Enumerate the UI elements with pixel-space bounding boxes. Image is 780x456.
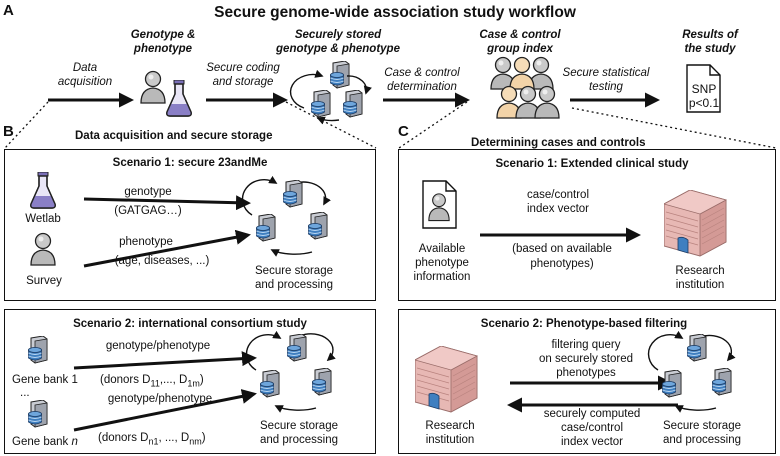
- c2-return-l2: case/control: [560, 422, 624, 434]
- stage1-title-l2: phenotype: [133, 43, 193, 55]
- stage4-title-l1: Results of: [682, 29, 738, 41]
- c1-target-l1: Research: [675, 265, 725, 277]
- c2-query-l1: filtering query: [551, 339, 621, 351]
- b1-storage-l2: and processing: [255, 279, 333, 291]
- b2-arrow1-label: genotype/phenotype: [105, 340, 211, 352]
- c1-arrow-l1: case/control: [526, 189, 590, 201]
- server-icon: [28, 400, 48, 428]
- panel-label-a: A: [3, 2, 14, 19]
- stage2-title-l2: genotype & phenotype: [276, 43, 400, 55]
- b2-arrow2-label: genotype/phenotype: [107, 393, 213, 405]
- source-gene-bank-n: Gene bank n: [12, 436, 78, 448]
- arrow3-label-l1: Case & control: [384, 67, 460, 79]
- result-doc-l1: SNP: [691, 82, 717, 96]
- building-icon: [664, 190, 727, 257]
- scenario-b2-title: Scenario 2: international consortium stu…: [73, 318, 307, 330]
- arrow2-label-l2: and storage: [212, 76, 274, 88]
- b2-storage-l2: and processing: [260, 434, 338, 446]
- stage2-title-l1: Securely stored: [294, 29, 382, 41]
- server-icon: [287, 334, 307, 362]
- source-gene-bank-1: Gene bank 1: [12, 374, 78, 386]
- server-icon: [312, 368, 332, 396]
- c2-source-l2: institution: [425, 434, 475, 446]
- b1-storage-l1: Secure storage: [255, 265, 333, 277]
- b2-storage-l1: Secure storage: [260, 420, 338, 432]
- person-icon: [428, 193, 450, 222]
- b1-arrow2-l1: phenotype: [119, 236, 173, 248]
- source-ellipsis: ...: [20, 387, 30, 399]
- section-c-heading: Determining cases and controls: [471, 137, 646, 149]
- stage1-title-l1: Genotype &: [130, 29, 196, 41]
- b1-arrow2-l2: (age, diseases, ...): [114, 255, 210, 267]
- c2-storage-l2: and processing: [663, 434, 741, 446]
- stage3-title-l2: group index: [487, 43, 553, 55]
- server-icon: [712, 368, 732, 396]
- arrow1-label-l2: acquisition: [57, 76, 113, 88]
- arrow3-label-l2: determination: [387, 81, 457, 93]
- c1-target-l2: institution: [675, 279, 725, 291]
- c2-return-l3: index vector: [560, 436, 624, 448]
- arrow2-label-l1: Secure coding: [206, 62, 280, 74]
- c1-arrow-sub1: (based on available: [512, 243, 612, 255]
- c2-source-l1: Research: [425, 420, 475, 432]
- server-icon: [256, 214, 276, 242]
- b2-arrow1-sub: (donors D11,..., D1m): [100, 374, 204, 389]
- c1-arrow-l2: index vector: [526, 203, 590, 215]
- source-survey: Survey: [26, 275, 62, 287]
- stage4-title-l2: the study: [684, 43, 736, 55]
- b1-arrow1-l1: genotype: [124, 186, 172, 198]
- server-icon: [687, 334, 707, 362]
- flask-icon: [30, 172, 56, 209]
- c1-doc-l2: phenotype: [415, 257, 469, 269]
- page-title: Secure genome-wide association study wor…: [214, 4, 576, 21]
- c1-arrow-sub2: phenotypes): [530, 258, 594, 270]
- server-icon: [308, 212, 328, 240]
- server-icon: [260, 370, 280, 398]
- building-icon: [415, 346, 478, 413]
- server-icon: [28, 336, 48, 364]
- section-b-heading: Data acquisition and secure storage: [75, 130, 273, 142]
- arrow4-label-l2: testing: [589, 81, 623, 93]
- result-doc-l2: p<0.1: [688, 96, 720, 110]
- arrow1-label-l1: Data: [72, 62, 98, 74]
- scenario-c1-title: Scenario 1: Extended clinical study: [495, 158, 689, 170]
- panel-label-c: C: [398, 123, 409, 140]
- arrow4-label-l1: Secure statistical: [562, 67, 650, 79]
- person-icon: [30, 232, 56, 266]
- c1-doc-l3: information: [413, 271, 471, 283]
- server-icon: [283, 180, 303, 208]
- b2-arrow2-sub: (donors Dn1, ..., Dnm): [98, 432, 206, 447]
- c2-storage-l1: Secure storage: [663, 420, 741, 432]
- c2-return-l1: securely computed: [543, 408, 641, 420]
- panel-label-b: B: [3, 123, 14, 140]
- stage3-title-l1: Case & control: [479, 29, 561, 41]
- b1-arrow1-l2: (GATGAG…): [114, 205, 182, 217]
- c2-query-l3: phenotypes: [556, 367, 616, 379]
- scenario-c2-title: Scenario 2: Phenotype-based filtering: [480, 318, 688, 330]
- c1-doc-l1: Available: [418, 243, 466, 255]
- c2-query-l2: on securely stored: [539, 353, 633, 365]
- server-icon: [662, 370, 682, 398]
- source-wetlab: Wetlab: [25, 213, 61, 225]
- scenario-b1-title: Scenario 1: secure 23andMe: [112, 157, 268, 169]
